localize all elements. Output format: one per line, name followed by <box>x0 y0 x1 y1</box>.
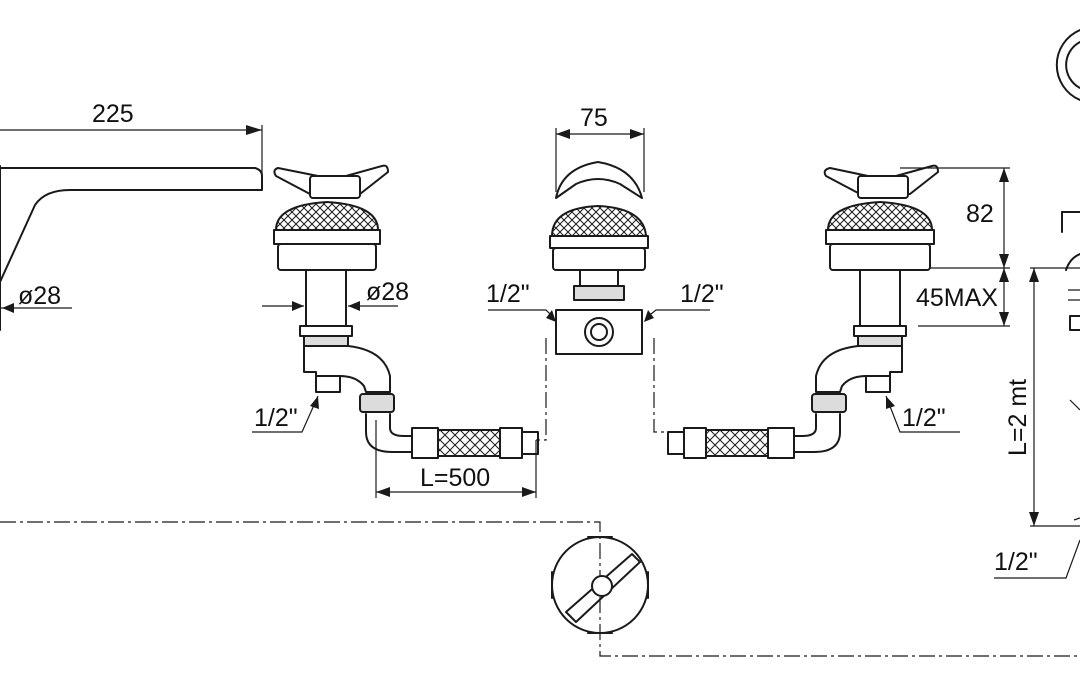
right-valve-thread-label: 1/2" <box>902 404 946 432</box>
center-lines <box>0 338 1080 657</box>
left-valve <box>252 164 539 498</box>
concealed-box <box>551 536 649 634</box>
spout-length-label: 225 <box>92 100 134 128</box>
left-valve-thread-label: 1/2" <box>254 404 298 432</box>
shower-hose <box>994 211 1080 579</box>
max-thickness-label: 45MAX <box>916 284 998 312</box>
corner-button-outline <box>1055 29 1080 101</box>
shower-thread-label: 1/2" <box>994 548 1038 576</box>
spout-diameter-label: ø28 <box>18 282 61 310</box>
center-left-thread-label: 1/2" <box>486 280 530 308</box>
center-width-label: 75 <box>580 104 608 132</box>
right-valve <box>667 164 1010 459</box>
handle-height-label: 82 <box>966 200 994 228</box>
hose-length-label: L=500 <box>420 464 490 492</box>
center-diverter <box>488 128 710 355</box>
spout <box>0 125 263 331</box>
center-right-thread-label: 1/2" <box>680 280 724 308</box>
shower-hose-length-label: L=2 mt <box>1004 379 1032 456</box>
valve-diameter-label: ø28 <box>366 278 409 306</box>
